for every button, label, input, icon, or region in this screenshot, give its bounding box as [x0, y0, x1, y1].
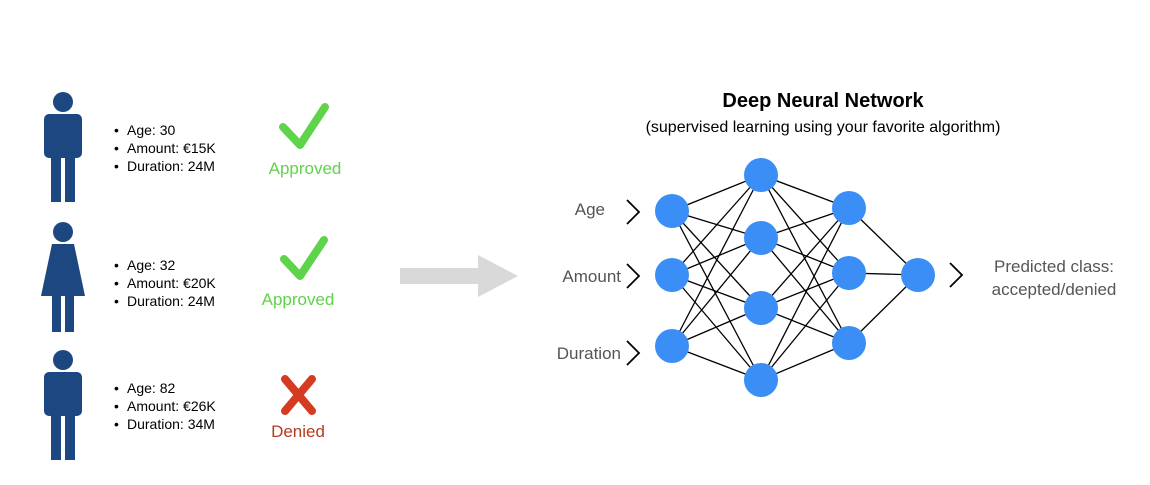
input-label-duration: Duration	[557, 344, 621, 363]
applicant-duration: Duration: 24M	[127, 293, 215, 309]
network-node	[655, 258, 689, 292]
network-node	[901, 258, 935, 292]
network-edge	[671, 237, 762, 347]
output-chevron-icon	[949, 262, 964, 288]
input-label-amount: Amount	[562, 267, 621, 286]
network-edge	[760, 272, 850, 381]
bullet: •	[114, 380, 119, 396]
status-approved: Approved	[262, 290, 335, 309]
input-chevron-icon	[626, 340, 641, 366]
input-chevron-icon	[626, 199, 641, 225]
applicant-amount: Amount: €15K	[127, 140, 216, 156]
bullet: •	[114, 293, 119, 309]
network-node	[832, 326, 866, 360]
applicant-amount: Amount: €20K	[127, 275, 216, 291]
network-node	[744, 291, 778, 325]
male-person-icon	[44, 350, 82, 460]
network-node	[744, 158, 778, 192]
male-person-icon	[44, 92, 82, 202]
network-node	[655, 194, 689, 228]
network-node	[832, 256, 866, 290]
network-edge	[760, 174, 850, 344]
bullet: •	[114, 257, 119, 273]
applicant-age: Age: 82	[127, 380, 175, 396]
network-node	[744, 363, 778, 397]
network-edge	[760, 207, 850, 309]
bullet: •	[114, 275, 119, 291]
cross-icon	[281, 375, 316, 415]
network-edge	[671, 174, 762, 276]
applicant-amount: Amount: €26K	[127, 398, 216, 414]
output-label-line-2: accepted/denied	[992, 280, 1117, 299]
input-chevron-icon	[626, 263, 641, 289]
status-approved: Approved	[269, 159, 342, 178]
network-edge	[760, 207, 850, 381]
bullet: •	[114, 122, 119, 138]
applicant-age: Age: 30	[127, 122, 175, 138]
applicant-2: • Age: 32 • Amount: €20K • Duration: 24M…	[41, 222, 334, 332]
network-subtitle: (supervised learning using your favorite…	[646, 119, 1001, 136]
network-edge	[671, 210, 762, 381]
bullet: •	[114, 416, 119, 432]
applicant-1: • Age: 30 • Amount: €15K • Duration: 24M…	[44, 92, 341, 202]
input-label-age: Age	[575, 200, 605, 219]
female-person-icon	[41, 222, 85, 332]
bullet: •	[114, 398, 119, 414]
network-edge	[760, 174, 850, 274]
applicant-3: • Age: 82 • Amount: €26K • Duration: 34M…	[44, 350, 325, 460]
network-edge	[671, 174, 762, 347]
network-edges	[671, 174, 919, 381]
network-node	[832, 191, 866, 225]
network-title: Deep Neural Network	[722, 90, 924, 112]
network-nodes	[655, 158, 935, 397]
network-node	[744, 221, 778, 255]
bullet: •	[114, 158, 119, 174]
applicant-duration: Duration: 24M	[127, 158, 215, 174]
status-denied: Denied	[271, 422, 325, 441]
check-icon	[280, 236, 328, 280]
applicant-age: Age: 32	[127, 257, 175, 273]
network-node	[655, 329, 689, 363]
bullet: •	[114, 140, 119, 156]
check-icon	[279, 103, 329, 149]
applicant-duration: Duration: 34M	[127, 416, 215, 432]
flow-arrow-icon	[400, 255, 518, 297]
output-label-line-1: Predicted class:	[994, 257, 1114, 276]
